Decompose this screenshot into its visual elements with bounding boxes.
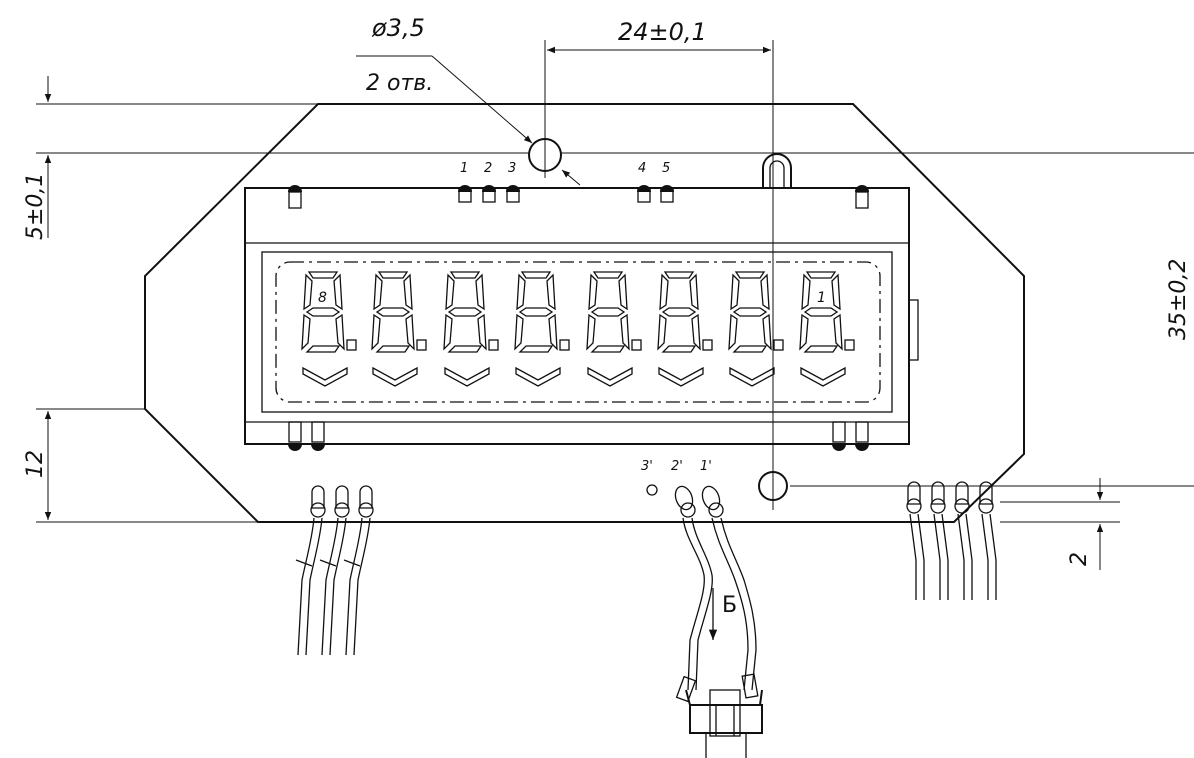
hole-callout: ø3,5 2 отв.	[356, 14, 581, 186]
height-label: 35±0,2	[1166, 259, 1191, 340]
dimension-left: 5±0,1 12	[23, 76, 1194, 523]
pin-label-5: 5	[662, 161, 670, 176]
hole-spacing-label: 24±0,1	[618, 18, 707, 46]
top-offset-label: 5±0,1	[23, 173, 48, 240]
view-letter: Б	[722, 593, 737, 618]
pin-label-3prime: 3'	[641, 459, 653, 474]
pin-label-2: 2	[484, 161, 492, 176]
pin-label-1: 1	[460, 161, 468, 176]
pin-4	[637, 185, 651, 203]
digit-1	[301, 271, 357, 387]
pin-left-top	[288, 185, 302, 209]
digit-5	[586, 271, 642, 387]
digit-label-last: 1	[817, 290, 826, 306]
wire-loop	[762, 153, 792, 188]
board-outline	[144, 103, 1025, 523]
digit-3	[443, 271, 499, 387]
pin-2	[482, 185, 496, 203]
pin-label-3: 3	[508, 161, 516, 176]
lead-bundle-left	[295, 485, 374, 656]
digit-8	[799, 271, 855, 387]
pin-offset-label: 2	[1067, 552, 1092, 566]
digit-label-first: 8	[318, 290, 327, 306]
small-hole-3prime	[646, 484, 658, 496]
pin-1	[458, 185, 472, 203]
pin-label-4: 4	[638, 161, 646, 176]
digit-4	[514, 271, 570, 387]
pin-5	[660, 185, 674, 203]
digit-6	[657, 271, 713, 387]
pin-label-1prime: 1'	[700, 459, 712, 474]
digit-row: 8 1	[301, 271, 855, 387]
hole-diameter-label: ø3,5	[371, 14, 425, 42]
bottom-offset-label: 12	[23, 450, 48, 478]
bottom-display-pins	[288, 421, 869, 451]
connector-leads: Б	[674, 485, 763, 758]
lead-bundle-right	[906, 481, 997, 600]
dimension-hole-spacing: 24±0,1	[544, 18, 774, 510]
dimension-right: 35±0,2 2	[790, 259, 1194, 570]
digit-2	[371, 271, 427, 387]
hole-count-label: 2 отв.	[366, 71, 433, 96]
pin-3	[506, 185, 520, 203]
display-module	[244, 187, 919, 445]
pin-right-top	[855, 185, 869, 209]
top-pins: 1 2 3 4 5	[288, 153, 869, 209]
pin-label-2prime: 2'	[671, 459, 683, 474]
digit-7	[728, 271, 784, 387]
